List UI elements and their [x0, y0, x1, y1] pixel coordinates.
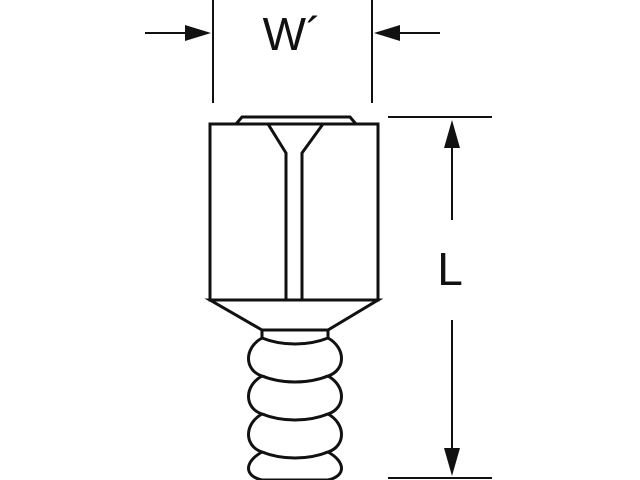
insulation-sleeve	[247, 328, 343, 480]
length-dimension: L	[388, 116, 492, 479]
terminal-left-fold	[242, 122, 288, 300]
insulation-sleeve-outline	[247, 328, 343, 480]
insulation-ridge-2	[261, 374, 329, 384]
terminal-funnel	[204, 298, 384, 332]
width-arrow-left-head	[185, 25, 211, 41]
insulation-ridge-1	[261, 336, 329, 346]
length-label: L	[437, 243, 463, 295]
terminal-receptacle	[208, 122, 380, 302]
length-arrow-top-head	[444, 120, 460, 148]
width-arrow-right-head	[374, 25, 400, 41]
width-dimension: W´	[145, 0, 440, 103]
insulation-ridge-3	[261, 412, 329, 422]
width-label: W´	[263, 8, 322, 60]
length-arrow-bottom-head	[444, 448, 460, 476]
terminal-right-fold	[300, 122, 350, 300]
terminal-body	[204, 115, 384, 332]
insulation-ridge-4	[261, 450, 329, 460]
